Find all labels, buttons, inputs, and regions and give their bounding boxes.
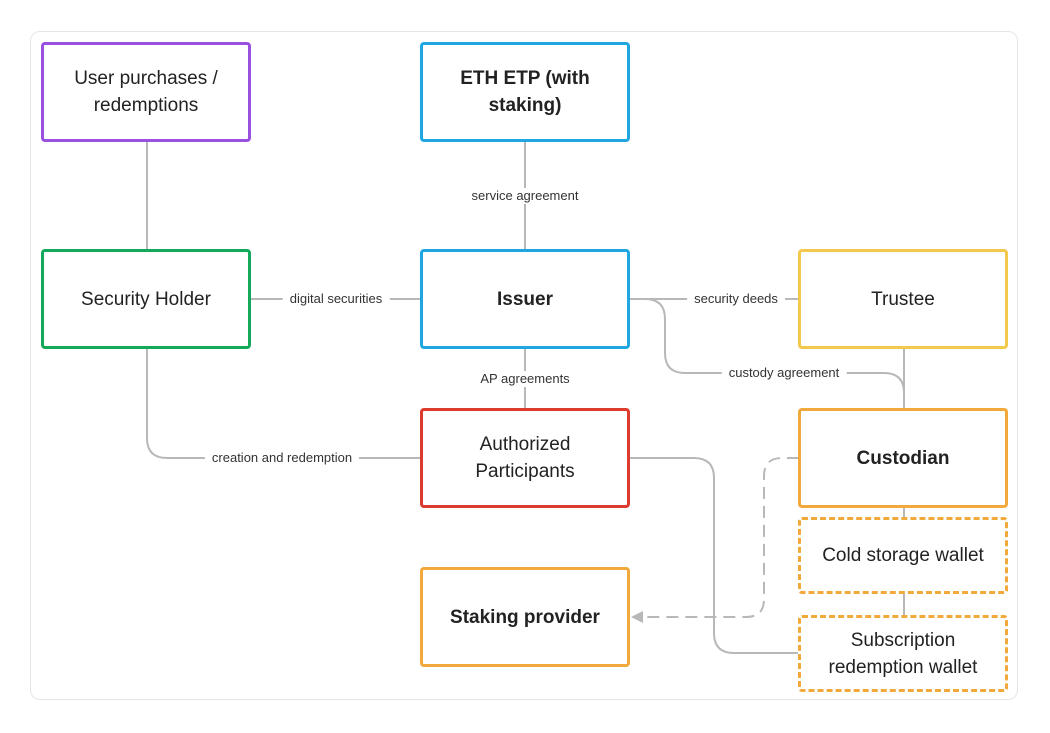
- label-ap-agreements: AP agreements: [473, 371, 577, 387]
- node-staking-provider: Staking provider: [420, 567, 630, 667]
- label-service-agreement: service agreement: [464, 188, 586, 204]
- node-eth-etp: ETH ETP (with staking): [420, 42, 630, 142]
- edge-holder-to-ap: [146, 348, 421, 459]
- edge-ap-to-subscription-wallet: [629, 457, 799, 654]
- label-creation-and-redemption: creation and redemption: [204, 450, 360, 466]
- node-cold-storage-wallet: Cold storage wallet: [798, 517, 1008, 594]
- node-authorized-participants: Authorized Participants: [420, 408, 630, 508]
- label-custody-agreement: custody agreement: [721, 365, 847, 381]
- node-security-holder: Security Holder: [41, 249, 251, 349]
- node-issuer: Issuer: [420, 249, 630, 349]
- node-user-purchases: User purchases / redemptions: [41, 42, 251, 142]
- node-trustee: Trustee: [798, 249, 1008, 349]
- node-subscription-redemption-wallet: Subscription redemption wallet: [798, 615, 1008, 692]
- edge-custodian-to-staking-provider: [631, 457, 799, 623]
- node-custodian: Custodian: [798, 408, 1008, 508]
- label-digital-securities: digital securities: [282, 291, 390, 307]
- edge-issuer-to-custodian: [629, 298, 905, 409]
- label-security-deeds: security deeds: [687, 291, 785, 307]
